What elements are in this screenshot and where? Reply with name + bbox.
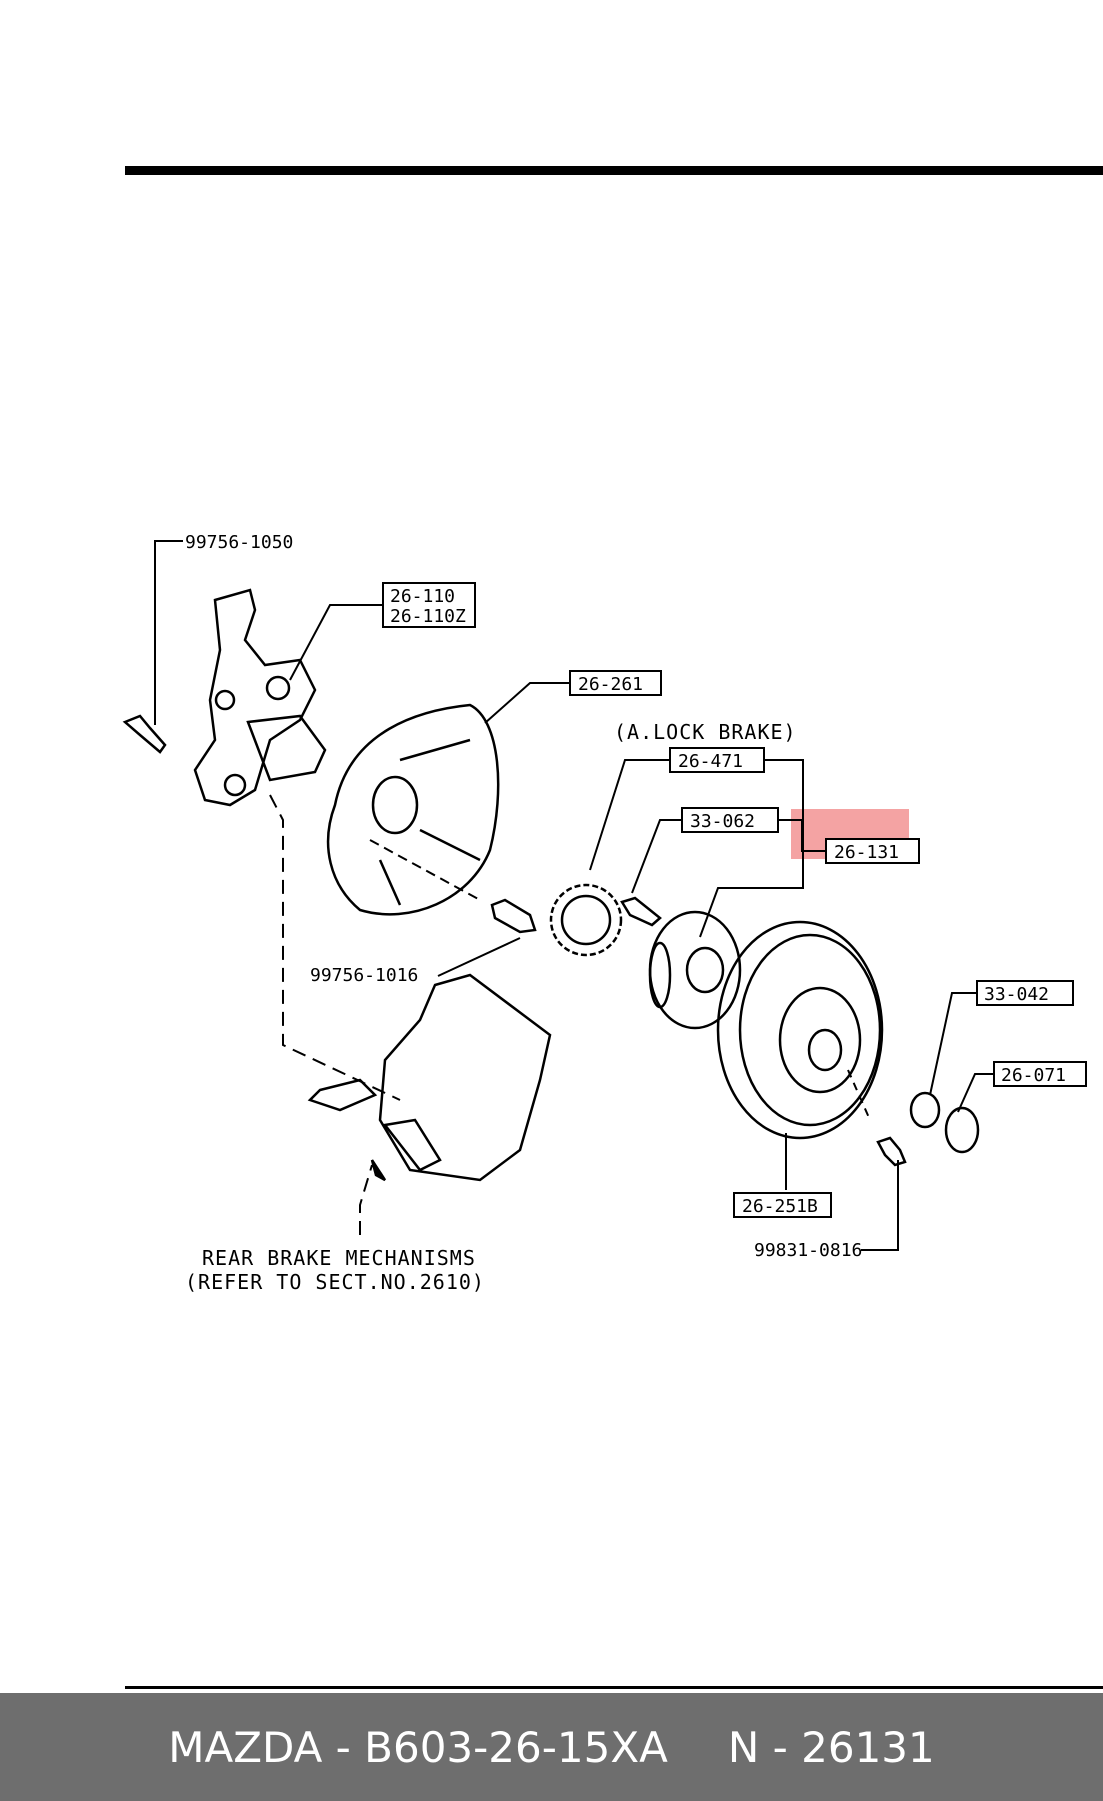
footer-diagram-number: N - 26131 — [727, 1722, 935, 1772]
label-99756-1050: 99756-1050 — [185, 532, 293, 553]
dashed-line-mech — [359, 1164, 373, 1235]
label-mechanisms-line2: (REFER TO SECT.NO.2610) — [185, 1270, 485, 1294]
label-99756-1016: 99756-1016 — [310, 965, 418, 986]
label-33-042: 33-042 — [984, 984, 1049, 1005]
leader-99756-1050 — [154, 540, 183, 725]
box-26-261 — [569, 670, 662, 696]
footer-part-number: MAZDA - B603-26-15XA — [168, 1722, 668, 1772]
bottom-rule — [125, 1686, 1103, 1689]
hub-drawing — [648, 910, 742, 1030]
dust-cover-drawing — [326, 703, 500, 916]
dashed-line-screw — [847, 1069, 871, 1121]
label-33-062: 33-062 — [690, 811, 755, 832]
box-26-471 — [669, 747, 765, 773]
label-26-110z: 26-110Z — [390, 606, 466, 627]
box-26-110 — [382, 582, 476, 628]
box-26-251B — [733, 1192, 832, 1218]
leader-26-071 — [957, 1073, 994, 1113]
leader-26-471 — [589, 759, 670, 871]
cap-drawing — [944, 1106, 980, 1154]
disc-drawing — [716, 920, 884, 1140]
footer-bar: MAZDA - B603-26-15XA N - 26131 — [0, 1693, 1103, 1801]
dashed-line-bolt — [369, 839, 481, 901]
label-26-131: 26-131 — [834, 842, 899, 863]
box-26-071 — [993, 1061, 1087, 1087]
leader-26-261 — [484, 682, 570, 724]
label-99831-0816: 99831-0816 — [754, 1240, 862, 1261]
knuckle-drawing — [193, 588, 317, 807]
label-26-471: 26-471 — [678, 751, 743, 772]
mechanism-arrow — [370, 1159, 387, 1182]
leader-99756-1016 — [437, 937, 521, 977]
label-26-110: 26-110 — [390, 586, 455, 607]
bolt-top-drawing — [122, 714, 167, 754]
box-33-042 — [976, 980, 1074, 1006]
caliper-drawing — [378, 973, 552, 1182]
leader-99831-0816 — [861, 1160, 899, 1251]
label-abs-note: (A.LOCK BRAKE) — [614, 720, 797, 744]
leader-26-131 — [778, 819, 826, 852]
label-26-261: 26-261 — [578, 674, 643, 695]
bolt-mid-drawing — [490, 898, 537, 934]
leader-26-110 — [289, 604, 383, 681]
sensor-ring-drawing — [549, 883, 623, 957]
dashed-line-knuckle-caliper — [269, 794, 401, 1101]
label-mechanisms-line1: REAR BRAKE MECHANISMS — [202, 1246, 476, 1270]
hub-bolt-drawing — [620, 896, 662, 927]
leader-26-471-right — [699, 759, 804, 938]
box-26-131 — [825, 838, 920, 864]
label-26-071: 26-071 — [1001, 1065, 1066, 1086]
screw-drawing — [876, 1136, 907, 1167]
leader-33-042 — [929, 992, 977, 1096]
nut-drawing — [909, 1091, 941, 1129]
box-33-062 — [681, 807, 779, 833]
top-rule — [125, 166, 1103, 175]
leader-33-062 — [631, 819, 682, 894]
label-26-251b: 26-251B — [742, 1196, 818, 1217]
